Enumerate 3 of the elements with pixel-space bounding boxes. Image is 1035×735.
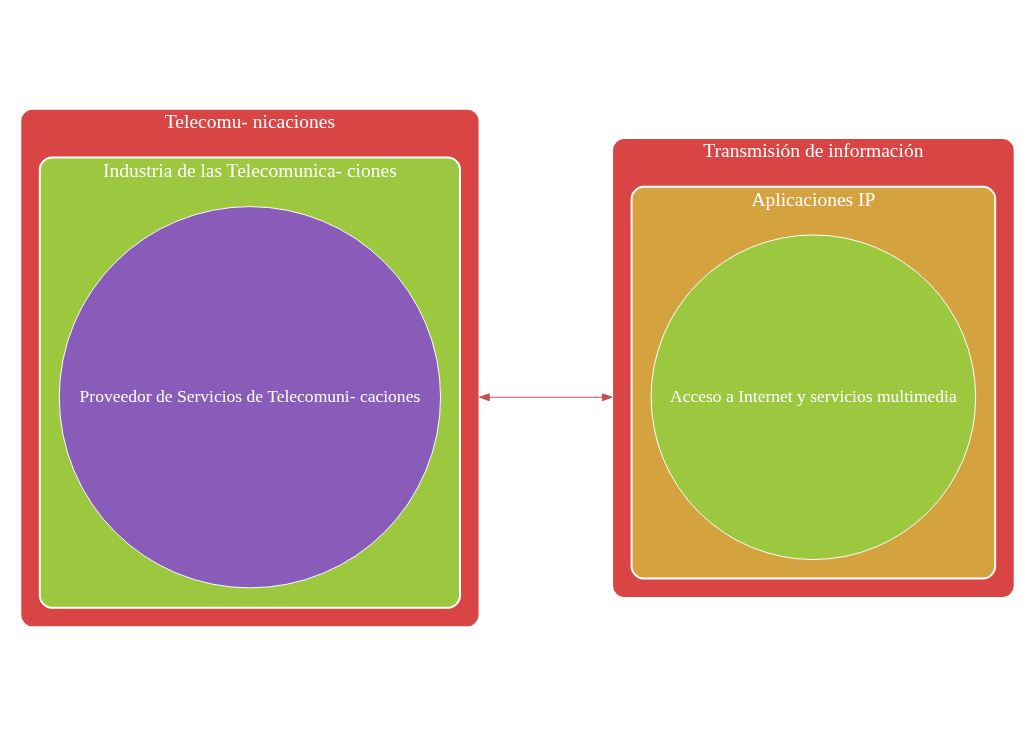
node-circle: Acceso a Internet y servicios multimedia	[650, 233, 977, 560]
arrow	[479, 392, 613, 401]
node-circle: Proveedor de Servicios de Telecomuni- caciones	[58, 205, 442, 588]
